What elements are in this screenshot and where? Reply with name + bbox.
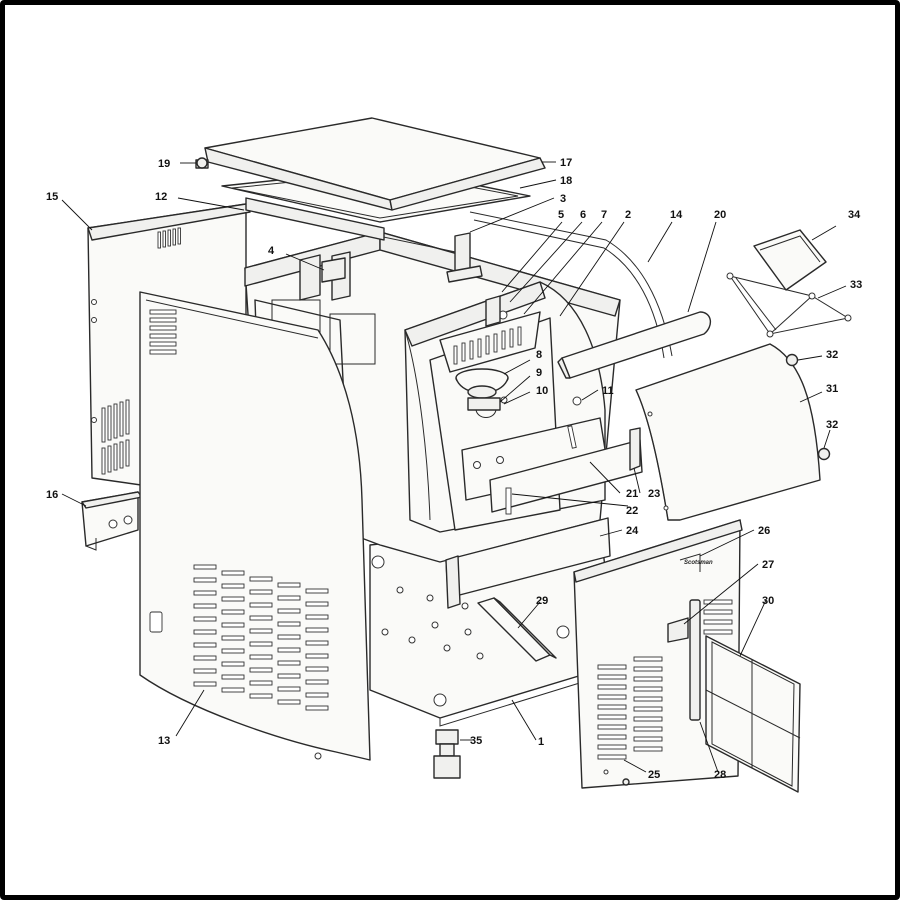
front-strip bbox=[445, 427, 643, 609]
callout-23: 23 bbox=[648, 488, 660, 500]
callout-30: 30 bbox=[762, 595, 774, 607]
base-brace bbox=[477, 597, 557, 662]
callout-26: 26 bbox=[758, 525, 770, 537]
callout-28: 28 bbox=[714, 769, 726, 781]
callout-29: 29 bbox=[536, 595, 548, 607]
lower-rear-bracket bbox=[81, 491, 143, 551]
callout-16: 16 bbox=[46, 489, 58, 501]
callout-2: 2 bbox=[625, 209, 631, 221]
distributor-bracket bbox=[446, 232, 483, 283]
callout-32-upper: 32 bbox=[826, 349, 838, 361]
callout-15: 15 bbox=[46, 191, 58, 203]
callout-8: 8 bbox=[536, 349, 542, 361]
door-knob-upper bbox=[785, 353, 799, 367]
callout-1: 1 bbox=[538, 736, 544, 748]
callout-5: 5 bbox=[558, 209, 564, 221]
water-trough bbox=[439, 295, 541, 373]
callout-19: 19 bbox=[158, 158, 170, 170]
water-pump bbox=[467, 396, 508, 418]
spray-bowl bbox=[455, 368, 509, 399]
callout-12: 12 bbox=[155, 191, 167, 203]
front-louvered-panel: Scotsman bbox=[573, 519, 743, 789]
callout-9: 9 bbox=[536, 367, 542, 379]
leader-lines bbox=[61, 161, 847, 773]
callout-34: 34 bbox=[848, 209, 861, 221]
callout-10: 10 bbox=[536, 385, 548, 397]
callout-3: 3 bbox=[560, 193, 566, 205]
callout-17: 17 bbox=[560, 157, 572, 169]
callout-35: 35 bbox=[470, 735, 482, 747]
callout-14: 14 bbox=[670, 209, 683, 221]
callout-4: 4 bbox=[268, 245, 275, 257]
callout-11: 11 bbox=[602, 385, 614, 397]
callout-24: 24 bbox=[626, 525, 639, 537]
callout-21: 21 bbox=[626, 488, 638, 500]
front-door bbox=[635, 343, 821, 521]
callout-13: 13 bbox=[158, 735, 170, 747]
callout-31: 31 bbox=[826, 383, 838, 395]
small-screw-11 bbox=[572, 396, 582, 406]
top-cover bbox=[204, 117, 546, 211]
callout-27: 27 bbox=[762, 559, 774, 571]
callout-18: 18 bbox=[560, 175, 572, 187]
front-panel-brand-logo: Scotsman bbox=[684, 560, 713, 566]
clip-bracket bbox=[321, 257, 346, 283]
top-frame bbox=[245, 197, 385, 241]
callout-25: 25 bbox=[648, 769, 660, 781]
air-filter bbox=[705, 635, 801, 793]
callout-22: 22 bbox=[626, 505, 638, 517]
panel-screw-25 bbox=[622, 778, 630, 786]
callout-20: 20 bbox=[714, 209, 726, 221]
left-side-panel bbox=[139, 291, 371, 761]
callout-6: 6 bbox=[580, 209, 586, 221]
callout-labels: 19 17 18 3 12 15 4 5 6 7 2 14 20 34 33 3… bbox=[46, 157, 862, 781]
cover-trim bbox=[557, 311, 711, 379]
door-knob-lower bbox=[817, 447, 831, 461]
scoop-holder-bag bbox=[753, 229, 827, 291]
callout-32-lower: 32 bbox=[826, 419, 838, 431]
leveling-foot bbox=[433, 729, 461, 779]
callout-33: 33 bbox=[850, 279, 862, 291]
top-cover-screw bbox=[195, 157, 209, 169]
callout-7: 7 bbox=[601, 209, 607, 221]
